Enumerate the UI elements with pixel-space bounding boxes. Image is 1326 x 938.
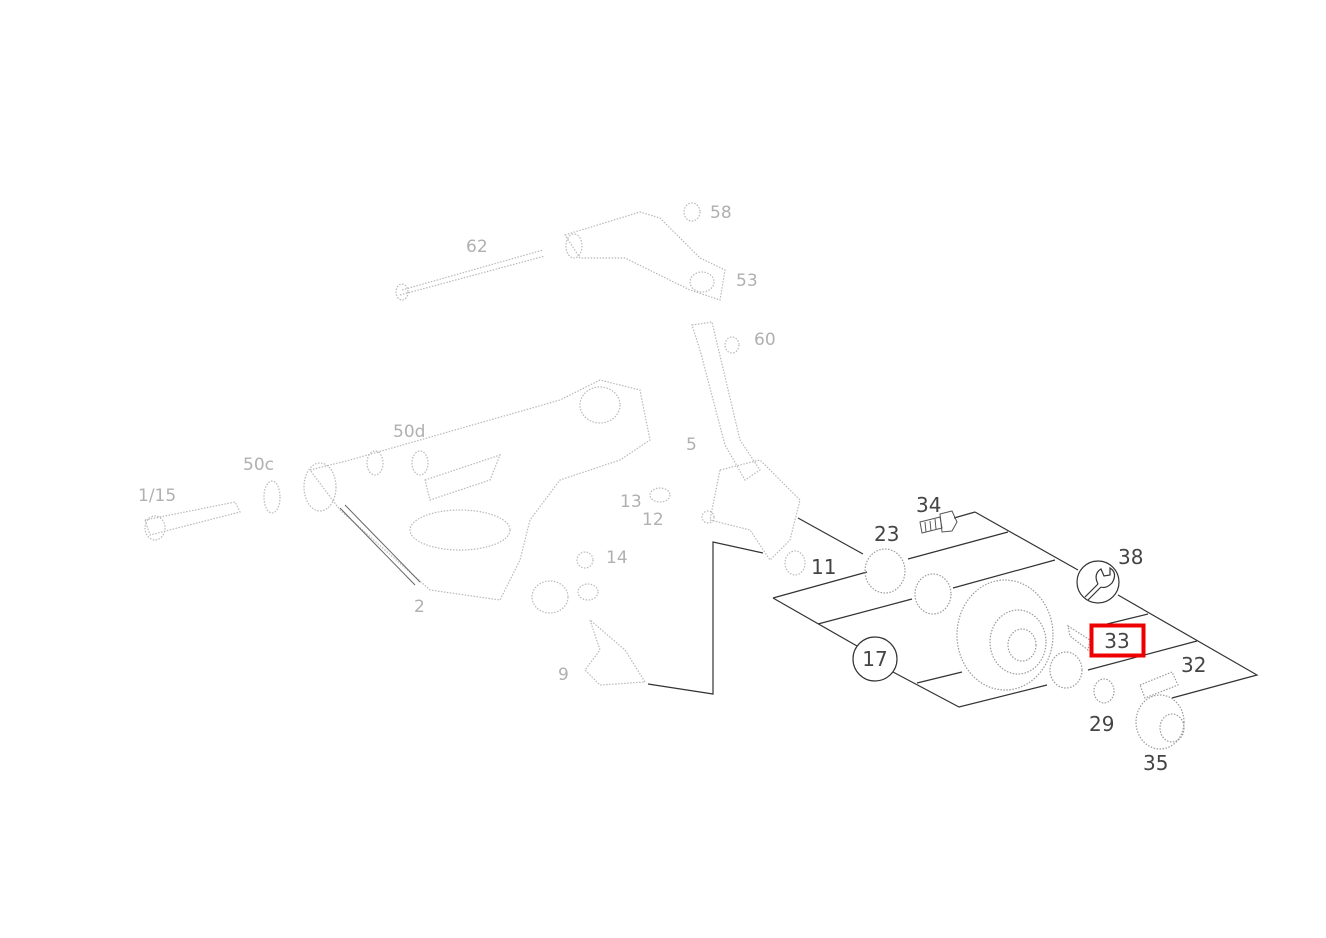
label-11[interactable]: 11: [811, 555, 836, 579]
long-bolt-part: [399, 249, 546, 296]
label-34[interactable]: 34: [916, 493, 941, 517]
bolt-part-34: [919, 510, 958, 534]
label-12: 12: [642, 510, 664, 530]
label-9: 9: [558, 665, 569, 685]
upper-bracket-part: [564, 211, 726, 301]
faded-assembly: [144, 202, 806, 686]
ball-joint-part: [584, 618, 647, 686]
label-17[interactable]: 17: [862, 647, 887, 671]
label-2: 2: [414, 597, 425, 617]
label-29[interactable]: 29: [1089, 712, 1114, 736]
leader-lines: [647, 511, 1259, 708]
label-23[interactable]: 23: [874, 522, 899, 546]
knuckle-part: [709, 459, 801, 561]
vertical-link-part: [691, 321, 761, 481]
bolt-part: [144, 501, 241, 536]
label-5: 5: [686, 435, 697, 455]
highlight-box: [1089, 623, 1146, 658]
stud-part-33: [1067, 624, 1091, 652]
label-58: 58: [710, 203, 732, 223]
label-32[interactable]: 32: [1181, 653, 1206, 677]
callout-17-circle[interactable]: [852, 636, 898, 682]
label-50d: 50d: [393, 422, 425, 442]
label-35[interactable]: 35: [1143, 751, 1168, 775]
bearing-part-outer: [1049, 651, 1083, 689]
label-14: 14: [606, 548, 628, 568]
label-50c: 50c: [243, 455, 274, 475]
label-33[interactable]: 33: [1104, 629, 1129, 653]
nut-part-32: [1139, 671, 1179, 699]
control-arm-part: [308, 379, 651, 601]
label-13: 13: [620, 492, 642, 512]
label-60: 60: [754, 330, 776, 350]
label-1-15: 1/15: [138, 486, 176, 506]
hub-assembly: [864, 510, 1185, 750]
label-38[interactable]: 38: [1118, 545, 1143, 569]
label-62: 62: [466, 237, 488, 257]
seal-part-23: [864, 548, 906, 594]
cap-part-35: [1135, 694, 1185, 750]
washer-part-29: [1093, 678, 1115, 704]
wrench-icon[interactable]: [1076, 560, 1120, 604]
bearing-part: [914, 573, 952, 615]
label-53: 53: [736, 271, 758, 291]
brake-drum-part: [956, 579, 1054, 691]
